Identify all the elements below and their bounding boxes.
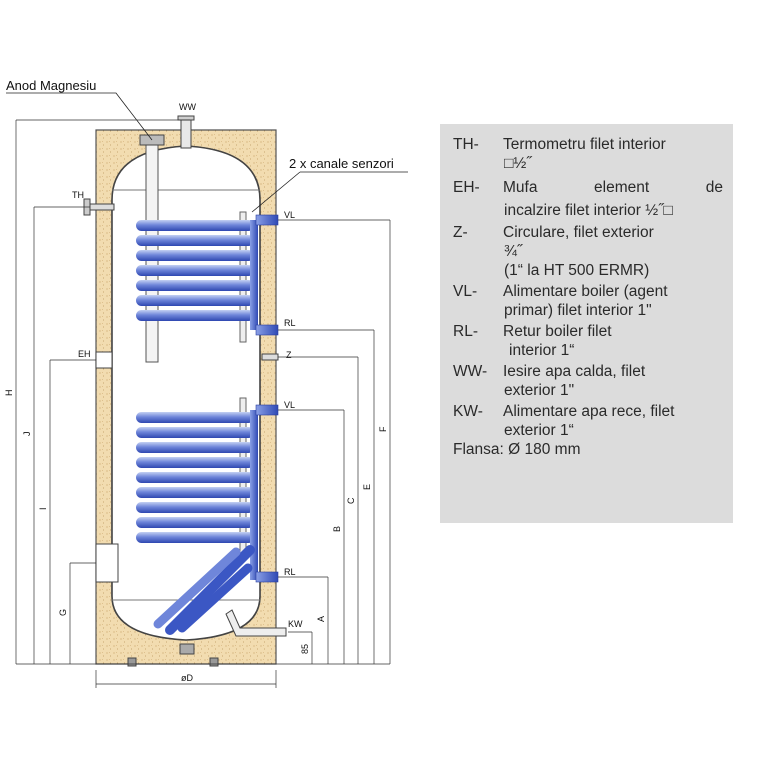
legend-code-ww: WW- [453,363,488,380]
legend-z-line3: (1“ la HT 500 ERMR) [504,262,650,279]
vl-bottom-label: VL [284,400,295,410]
legend-th-line1: Termometru filet interior [503,136,666,153]
kw-label: KW [288,619,303,629]
rl-top-label: RL [284,318,296,328]
legend-rl-line2: interior 1“ [509,342,575,359]
legend-code-eh: EH- [453,179,480,196]
dim-g: G [58,609,68,616]
dim-a: A [316,616,326,622]
upper-heat-exchanger-coil [136,220,258,330]
legend-eh-line2: incalzire filet interior ½˝□ [504,202,673,219]
legend-vl-line2: primar) filet interior 1" [504,302,652,319]
legend-code-kw: KW- [453,403,483,420]
rl-bottom-label: RL [284,567,296,577]
kw-inlet-pipe [225,609,287,637]
legend-ww-line1: Iesire apa calda, filet [503,363,646,380]
anod-label: Anod Magnesiu [6,78,96,93]
legend-code-z: Z- [453,224,468,241]
legend-vl-line1: Alimentare boiler (agent [503,283,668,300]
z-circulation-port [261,353,279,361]
dim-e: E [362,484,372,490]
legend-th-line2: □½˝ [504,155,532,172]
ww-outlet-pipe [180,117,192,149]
legend-rl-line1: Retur boiler filet [503,323,612,340]
dim-f: F [378,426,388,432]
dim-od: øD [181,673,193,683]
dim-c: C [346,497,356,504]
senzori-label: 2 x canale senzori [289,156,394,171]
legend-flansa: Flansa: Ø 180 mm [453,441,581,458]
legend-code-th: TH- [453,136,479,153]
vl-bottom-connection [255,404,279,416]
boiler-diagram: Anod Magnesiu 2 x canale senzori WW TH E… [4,78,408,688]
rl-bottom-connection [255,571,279,583]
legend-kw-line1: Alimentare apa rece, filet [503,403,675,420]
dim-j: J [22,432,32,437]
dim-i: I [38,507,48,510]
th-label: TH [72,190,84,200]
legend-code-rl: RL- [453,323,478,340]
legend-z-line1: Circulare, filet exterior [503,224,654,241]
eh-label: EH [78,349,91,359]
rl-top-connection [255,324,279,336]
dim-h: H [4,390,14,397]
legend-code-vl: VL- [453,283,478,300]
legend-panel: TH- Termometru filet interior □½˝ EH- Mufa… [440,124,733,523]
legend-kw-line2: exterior 1“ [504,422,574,439]
legend-z-line2: ¾˝ [504,243,523,260]
vl-top-label: VL [284,210,295,220]
vl-top-connection [255,214,279,226]
legend-ww-line2: exterior 1" [504,382,575,399]
z-label: Z [286,350,292,360]
dim-85: 85 [300,644,310,654]
legend-eh-line1: Mufa element de [503,179,723,196]
ww-label: WW [179,102,196,112]
flange [95,543,119,583]
lower-heat-exchanger-coil [136,410,258,635]
dim-b: B [332,526,342,532]
sensor-channel-top [239,211,247,343]
eh-heater-port [95,351,113,369]
